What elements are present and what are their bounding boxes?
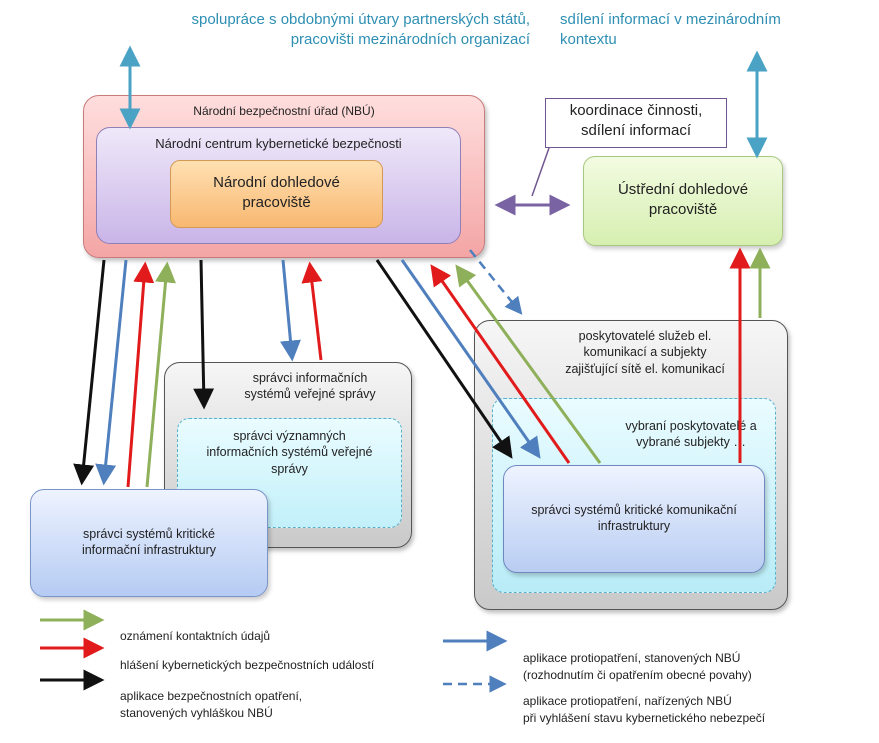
selected-providers-label-wrap: vybraní poskytovatelé a vybrané subjekty… [605, 418, 777, 451]
legend-text-countermeasures: aplikace protiopatření, stanovených NBÚ … [523, 650, 752, 682]
legend-text-emergency-countermeasures: aplikace protiopatření, nařízených NBÚ p… [523, 693, 766, 725]
ndp-label-wrap: Národní dohledové pracoviště [170, 173, 383, 212]
legend-text-3-wrap: aplikace protiopatření, stanovených NBÚ … [523, 633, 752, 700]
significant-is-label: správci významných informačních systémů … [206, 429, 373, 476]
arrow-blue-to-svs [280, 259, 301, 362]
legend-text-4-wrap: aplikace protiopatření, nařízených NBÚ p… [523, 676, 765, 743]
legend-text-1-wrap: hlášení kybernetických bezpečnostních ud… [120, 640, 374, 690]
kii-label-wrap: správci systémů kritické informační infr… [30, 526, 268, 559]
significant-is-label-wrap: správci významných informačních systémů … [177, 428, 402, 477]
providers-label: poskytovatelé služeb el. komunikací a su… [565, 329, 725, 376]
kii-box [30, 489, 268, 597]
arrow-red-from-svs [301, 261, 323, 361]
coordination-label: koordinace činnosti, sdílení informací [569, 102, 703, 139]
nckb-label-wrap: Národní centrum kybernetické bezpečnosti [96, 136, 461, 153]
kii-label: správci systémů kritické informační infr… [81, 527, 217, 558]
arrow-black-to-kii [73, 259, 106, 486]
international-sharing-label: sdílení informací v mezinárodním kontext… [560, 11, 781, 49]
udp-label-wrap: Ústřední dohledové pracoviště [583, 180, 783, 219]
coordination-label-wrap: koordinace činnosti, sdílení informací [545, 101, 727, 140]
legend-text-0-wrap: oznámení kontaktních údajů [120, 611, 270, 661]
legend-text-security-measures: aplikace bezpečnostních opatření, stanov… [120, 688, 303, 720]
udp-label: Ústřední dohledové pracoviště [617, 181, 749, 218]
arrow-blue-to-kii [95, 259, 128, 486]
arrow-red-from-kii [126, 261, 155, 488]
nbu-label-wrap: Národní bezpečnostní úřad (NBÚ) [83, 104, 485, 120]
nbu-label: Národní bezpečnostní úřad (NBÚ) [193, 104, 375, 118]
selected-providers-label: vybraní poskytovatelé a vybrané subjekty… [625, 419, 757, 450]
coordination-pointer [531, 147, 550, 197]
legend-text-incidents: hlášení kybernetických bezpečnostních ud… [120, 657, 375, 672]
international-cooperation-text: spolupráce s obdobnými útvary partnerský… [60, 10, 530, 51]
providers-label-wrap: poskytovatelé služeb el. komunikací a su… [530, 328, 760, 377]
public-admin-label-wrap: správci informačních systémů veřejné spr… [210, 370, 410, 403]
kki-label: správci systémů kritické komunikační inf… [531, 503, 737, 534]
kki-label-wrap: správci systémů kritické komunikační inf… [503, 502, 765, 535]
arrow-dashed-to-providers [469, 249, 523, 315]
ndp-box [170, 160, 383, 228]
kki-box [503, 465, 765, 573]
international-sharing-text: sdílení informací v mezinárodním kontext… [560, 10, 860, 51]
udp-box [583, 156, 783, 246]
international-cooperation-label: spolupráce s obdobnými útvary partnerský… [191, 11, 530, 49]
legend-text-contacts: oznámení kontaktních údajů [120, 628, 271, 643]
legend-text-2-wrap: aplikace bezpečnostních opatření, stanov… [120, 671, 302, 738]
public-admin-label: správci informačních systémů veřejné spr… [244, 371, 376, 402]
coordination-box [545, 98, 727, 148]
nckb-label: Národní centrum kybernetické bezpečnosti [155, 136, 402, 151]
ndp-label: Národní dohledové pracoviště [213, 174, 340, 211]
